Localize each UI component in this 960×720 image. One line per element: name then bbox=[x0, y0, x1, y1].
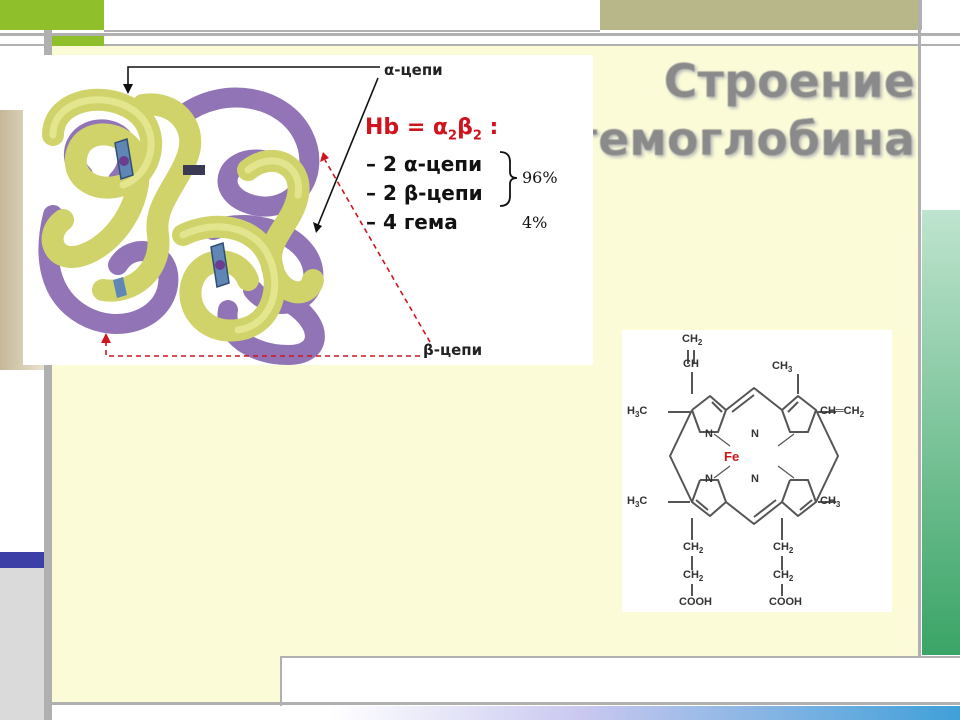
heme-percent: 4% bbox=[522, 213, 548, 232]
heme-nitrogen-1: N bbox=[705, 428, 713, 440]
frame-vline-left bbox=[44, 30, 52, 720]
slide-title: Строение гемоглобина bbox=[555, 52, 915, 168]
heme-carboxyl-left: COOH bbox=[679, 596, 712, 608]
heme-methyl-left-lower: H3C bbox=[627, 495, 648, 510]
heme-nitrogen-2: N bbox=[751, 428, 759, 440]
heme-iron-atom: Fe bbox=[724, 449, 740, 464]
frame-vline-right bbox=[918, 0, 921, 720]
heme-nitrogen-3: N bbox=[705, 473, 713, 485]
heme-vinyl-right-upper: CH═CH2 bbox=[820, 405, 865, 420]
heme-propionate-left-ch2-1: CH2 bbox=[683, 541, 704, 556]
heme-structure-panel bbox=[622, 330, 892, 612]
title-line-2: гемоглобина bbox=[574, 112, 915, 166]
beta-arrow-bottom bbox=[105, 340, 420, 357]
heme-methyl-right-lower: CH3 bbox=[820, 495, 841, 510]
hemoglobin-formula: Hb = α2β2 : bbox=[365, 115, 499, 144]
heme-vinyl-ch-top: CH bbox=[683, 358, 699, 370]
frame-left-grey bbox=[0, 568, 44, 720]
heme-carboxyl-right: COOH bbox=[769, 596, 802, 608]
alpha-chain-label: α-цепи bbox=[384, 61, 443, 79]
title-line-1: Строение bbox=[663, 54, 915, 108]
frame-top-olive bbox=[600, 0, 920, 30]
heme-structure-bonds bbox=[668, 350, 839, 596]
frame-top-white bbox=[104, 0, 600, 32]
frame-hline-2 bbox=[0, 44, 960, 46]
frame-bottom-gradient bbox=[330, 706, 960, 720]
beta-chain-label: β-цепи bbox=[423, 341, 483, 359]
frame-hline-1 bbox=[0, 33, 960, 36]
heme-nitrogen-4: N bbox=[751, 473, 759, 485]
alpha-arrow-diagonal bbox=[317, 77, 379, 226]
heme-group-icons bbox=[113, 138, 230, 298]
frame-top-green bbox=[0, 0, 104, 30]
heme-propionate-right-ch2-2: CH2 bbox=[773, 569, 794, 584]
heme-propionate-left-ch2-2: CH2 bbox=[683, 569, 704, 584]
frame-left-blue bbox=[0, 552, 44, 568]
composition-item-heme: – 4 гема bbox=[366, 210, 458, 234]
composition-item-alpha: – 2 α-цепи bbox=[366, 152, 483, 176]
composition-item-beta: – 2 β-цепи bbox=[366, 181, 483, 205]
brace-globin bbox=[499, 151, 518, 207]
heme-methyl-left-upper: H3C bbox=[627, 405, 648, 420]
globin-percent: 96% bbox=[522, 168, 558, 187]
alpha-chain-left-loop bbox=[92, 93, 202, 302]
hemoglobin-illustration bbox=[38, 87, 325, 365]
heme-propionate-right-ch2-1: CH2 bbox=[773, 541, 794, 556]
frame-top-right-white bbox=[920, 0, 960, 30]
heme-methyl-top-right: CH3 bbox=[772, 360, 793, 375]
heme-vinyl-ch2-top: CH2 bbox=[682, 333, 703, 348]
beta-arrow-diagonal bbox=[324, 159, 431, 343]
frame-bottom-box bbox=[280, 656, 960, 706]
frame-bottom-line bbox=[52, 702, 960, 705]
alpha-arrow-left bbox=[127, 66, 380, 88]
frame-right-green bbox=[922, 210, 960, 655]
